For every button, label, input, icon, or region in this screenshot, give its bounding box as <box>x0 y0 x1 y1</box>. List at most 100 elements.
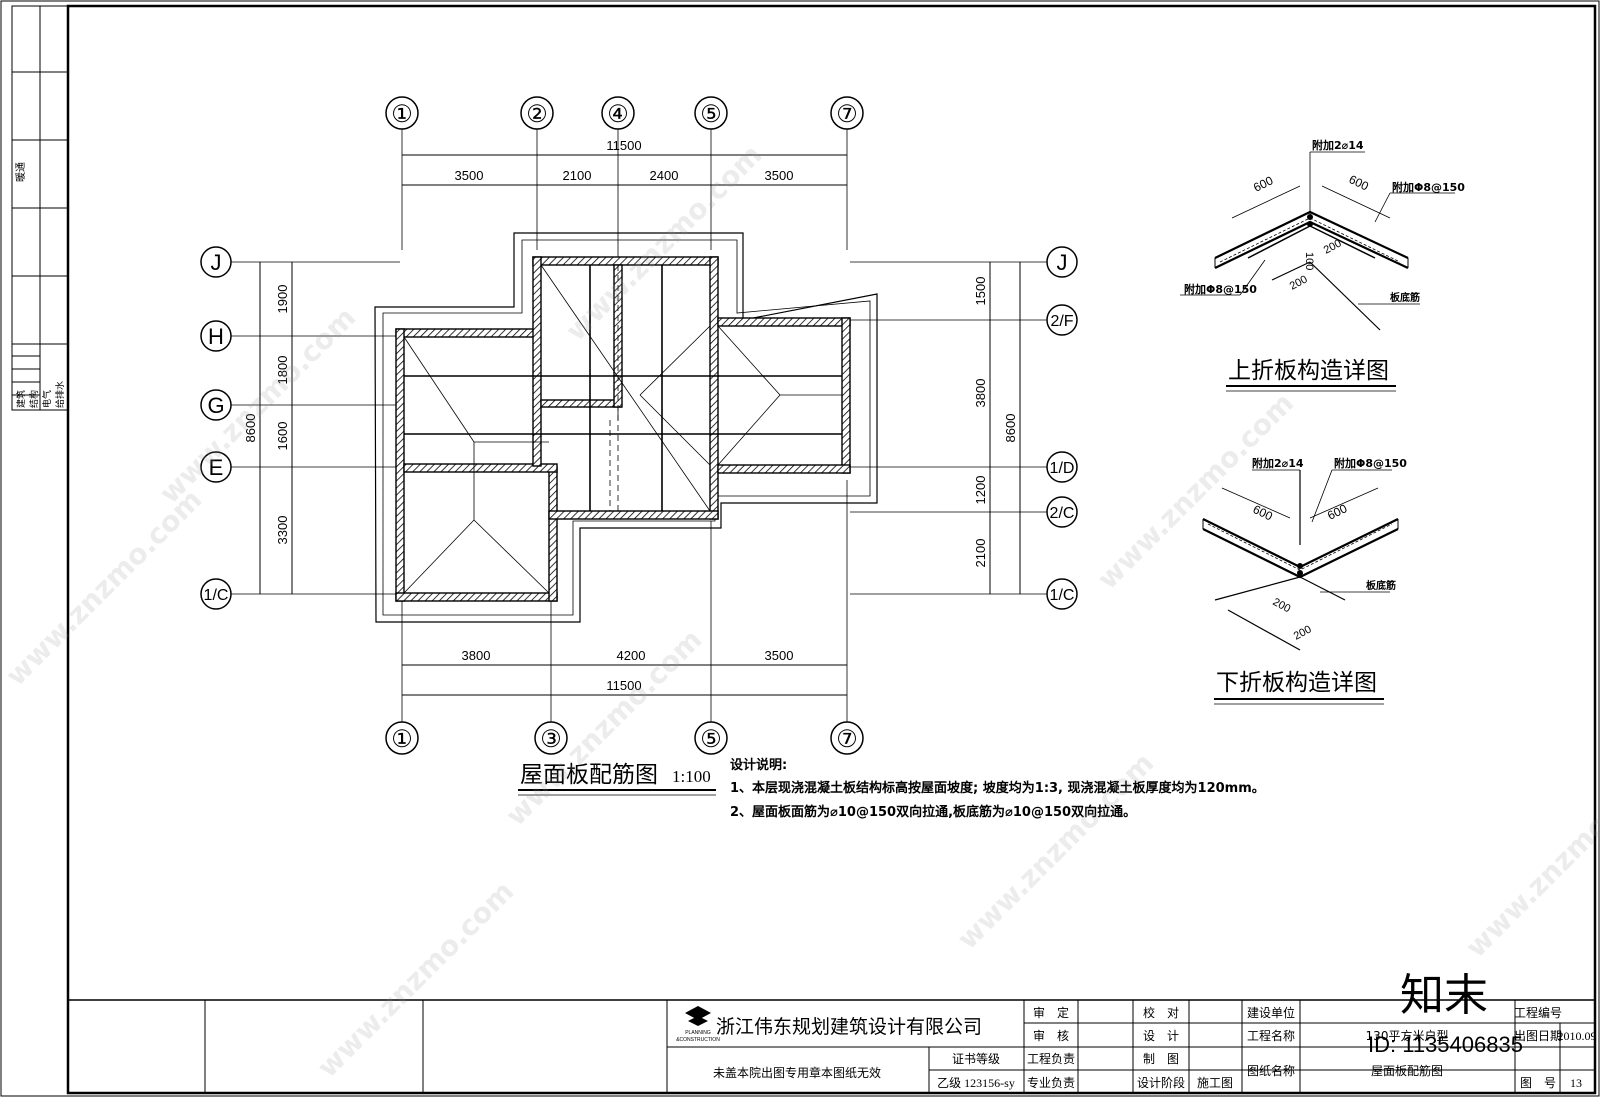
dim-bottom-2: 4200 <box>617 648 646 663</box>
upper-rebar-right: 附加Φ8@150 <box>1392 180 1465 194</box>
value-sheet-no: 13 <box>1570 1076 1582 1090</box>
strip-label-plumb: 给排水 <box>54 381 66 408</box>
label-review: 审 定 <box>1033 1005 1069 1020</box>
value-phase: 施工图 <box>1197 1076 1233 1090</box>
upper-bottom-bar: 板底筋 <box>1390 291 1420 304</box>
lower-dim-200a: 200 <box>1271 596 1293 615</box>
notes-line-1: 1、本层现浇混凝土板结构标高按屋面坡度; 坡度均为1:3, 现浇混凝土板厚度均为… <box>730 780 1265 796</box>
upper-dim-200b: 200 <box>1288 273 1310 292</box>
axis-bubbles-left: J H G E 1/C <box>200 246 232 610</box>
watermarks: www.znzmo.com www.znzmo.com www.znzmo.co… <box>0 138 1600 1084</box>
value-date: 2010.09 <box>1558 1029 1597 1043</box>
label-proj-lead: 工程负责 <box>1027 1051 1075 1066</box>
dimension-left: 8600 1900 1800 1600 3300 <box>231 261 400 595</box>
watermark-7: www.znzmo.com <box>311 875 520 1084</box>
axis-right-2f: 2/F <box>1050 313 1073 330</box>
title-block: PLANNING &CONSTRUCTION 浙江伟东规划建筑设计有限公司 未盖… <box>68 999 1597 1093</box>
roof-plan: ① ② ④ ⑤ ⑦ 11500 3500 2100 2400 3500 <box>200 96 1078 796</box>
plan-scale: 1:100 <box>672 767 711 786</box>
watermark-id: ID: 1135406835 <box>1368 1032 1523 1057</box>
logo-text-1: PLANNING <box>685 1030 711 1036</box>
axis-left-h: H <box>208 324 224 349</box>
cert-label: 证书等级 <box>952 1052 1000 1066</box>
upper-dim-right: 600 <box>1347 172 1371 194</box>
watermark-3: www.znzmo.com <box>1091 386 1300 595</box>
dim-left-1: 1900 <box>275 285 290 314</box>
roof-eave-outline <box>374 232 878 623</box>
lower-bottom-bar: 板底筋 <box>1366 579 1396 592</box>
dim-top-3: 2400 <box>650 168 679 183</box>
axis-left-e: E <box>209 455 224 480</box>
axis-bottom-5: ⑤ <box>700 726 722 753</box>
axis-right-2c: 2/C <box>1050 505 1075 522</box>
label-project-no: 工程编号 <box>1514 1005 1562 1020</box>
watermark-8: www.znzmo.com <box>1459 755 1600 964</box>
dim-bottom-3: 3500 <box>765 648 794 663</box>
detail-upper-fold: 600 600 100 200 200 附加2⌀14 附加Φ8@150 附加Φ8… <box>1180 138 1465 392</box>
label-sheet-no: 图 号 <box>1520 1076 1556 1090</box>
label-spec-lead: 专业负责 <box>1027 1075 1075 1090</box>
axis-bottom-7: ⑦ <box>836 726 858 753</box>
dimension-right: 1500 3800 1200 2100 8600 <box>850 261 1047 595</box>
strip-label-struct: 结构 <box>28 390 40 408</box>
notes-line-2: 2、屋面板面筋为⌀10@150双向拉通,板底筋为⌀10@150双向拉通。 <box>730 804 1136 820</box>
label-design: 设 计 <box>1143 1029 1179 1043</box>
label-client: 建设单位 <box>1247 1005 1295 1020</box>
company-name: 浙江伟东规划建筑设计有限公司 <box>716 1016 982 1038</box>
lower-dim-right: 600 <box>1325 501 1349 523</box>
axis-top-7: ⑦ <box>836 101 858 128</box>
dim-right-4: 2100 <box>973 539 988 568</box>
axis-right-1c: 1/C <box>1050 587 1075 604</box>
lower-rebar-top: 附加2⌀14 <box>1252 456 1304 470</box>
watermark-4: www.znzmo.com <box>0 483 209 692</box>
watermark-5: www.znzmo.com <box>499 623 708 832</box>
label-draw: 制 图 <box>1143 1052 1179 1066</box>
lower-dim-200b: 200 <box>1292 623 1314 642</box>
notes-heading: 设计说明: <box>730 757 787 773</box>
upper-dim-100: 100 <box>1303 252 1315 270</box>
strip-label-arch: 建筑 <box>15 390 27 408</box>
axis-bubbles-right: J 2/F 1/D 2/C 1/C <box>1046 246 1078 610</box>
strip-label-hvac: 暖通 <box>14 162 27 182</box>
inner-frame <box>66 4 1597 1095</box>
axis-bubbles-bottom: ① ③ ⑤ ⑦ <box>385 721 864 755</box>
lower-detail-title: 下折板构造详图 <box>1216 670 1377 696</box>
upper-detail-title: 上折板构造详图 <box>1228 358 1389 384</box>
dim-top-2: 2100 <box>563 168 592 183</box>
detail-lower-fold: 600 600 200 200 附加2⌀14 附加Φ8@150 板底筋 下折板构… <box>1202 456 1407 705</box>
axis-top-2: ② <box>526 101 548 128</box>
axis-top-5: ⑤ <box>700 101 722 128</box>
watermark-brand: 知末 <box>1400 970 1488 1021</box>
design-notes: 设计说明: 1、本层现浇混凝土板结构标高按屋面坡度; 坡度均为1:3, 现浇混凝… <box>730 757 1265 820</box>
label-project-name: 工程名称 <box>1247 1028 1295 1043</box>
dim-left-3: 1600 <box>275 422 290 451</box>
upper-dim-left: 600 <box>1251 173 1275 195</box>
label-audit: 审 核 <box>1033 1028 1069 1043</box>
cert-value: 乙级 123156-sy <box>937 1076 1015 1090</box>
label-drawing-name: 图纸名称 <box>1247 1063 1295 1078</box>
dim-left-2: 1800 <box>275 356 290 385</box>
lower-rebar-right: 附加Φ8@150 <box>1334 456 1407 470</box>
axis-right-j: J <box>1057 250 1068 275</box>
value-drawing-name: 屋面板配筋图 <box>1371 1063 1443 1078</box>
upper-rebar-top: 附加2⌀14 <box>1312 138 1364 152</box>
strip-label-elec: 电气 <box>41 390 53 408</box>
dim-right-total: 8600 <box>1003 414 1018 443</box>
dim-left-total: 8600 <box>243 414 258 443</box>
axis-left-g: G <box>207 393 224 418</box>
hip-and-rebar-lines <box>403 264 842 594</box>
axis-bubbles-top: ① ② ④ ⑤ ⑦ <box>385 96 864 130</box>
dim-top-4: 3500 <box>765 168 794 183</box>
axis-top-4: ④ <box>607 101 629 128</box>
value-project-name: 130平方米户型 <box>1366 1028 1449 1043</box>
axis-bottom-1: ① <box>391 726 413 753</box>
axis-left-1c: 1/C <box>204 587 229 604</box>
stamp-note: 未盖本院出图专用章本图纸无效 <box>713 1065 881 1080</box>
upper-rebar-left: 附加Φ8@150 <box>1184 282 1257 296</box>
dim-top-total: 11500 <box>606 138 641 153</box>
logo-text-2: &CONSTRUCTION <box>676 1037 720 1043</box>
lower-dim-left: 600 <box>1251 502 1275 524</box>
